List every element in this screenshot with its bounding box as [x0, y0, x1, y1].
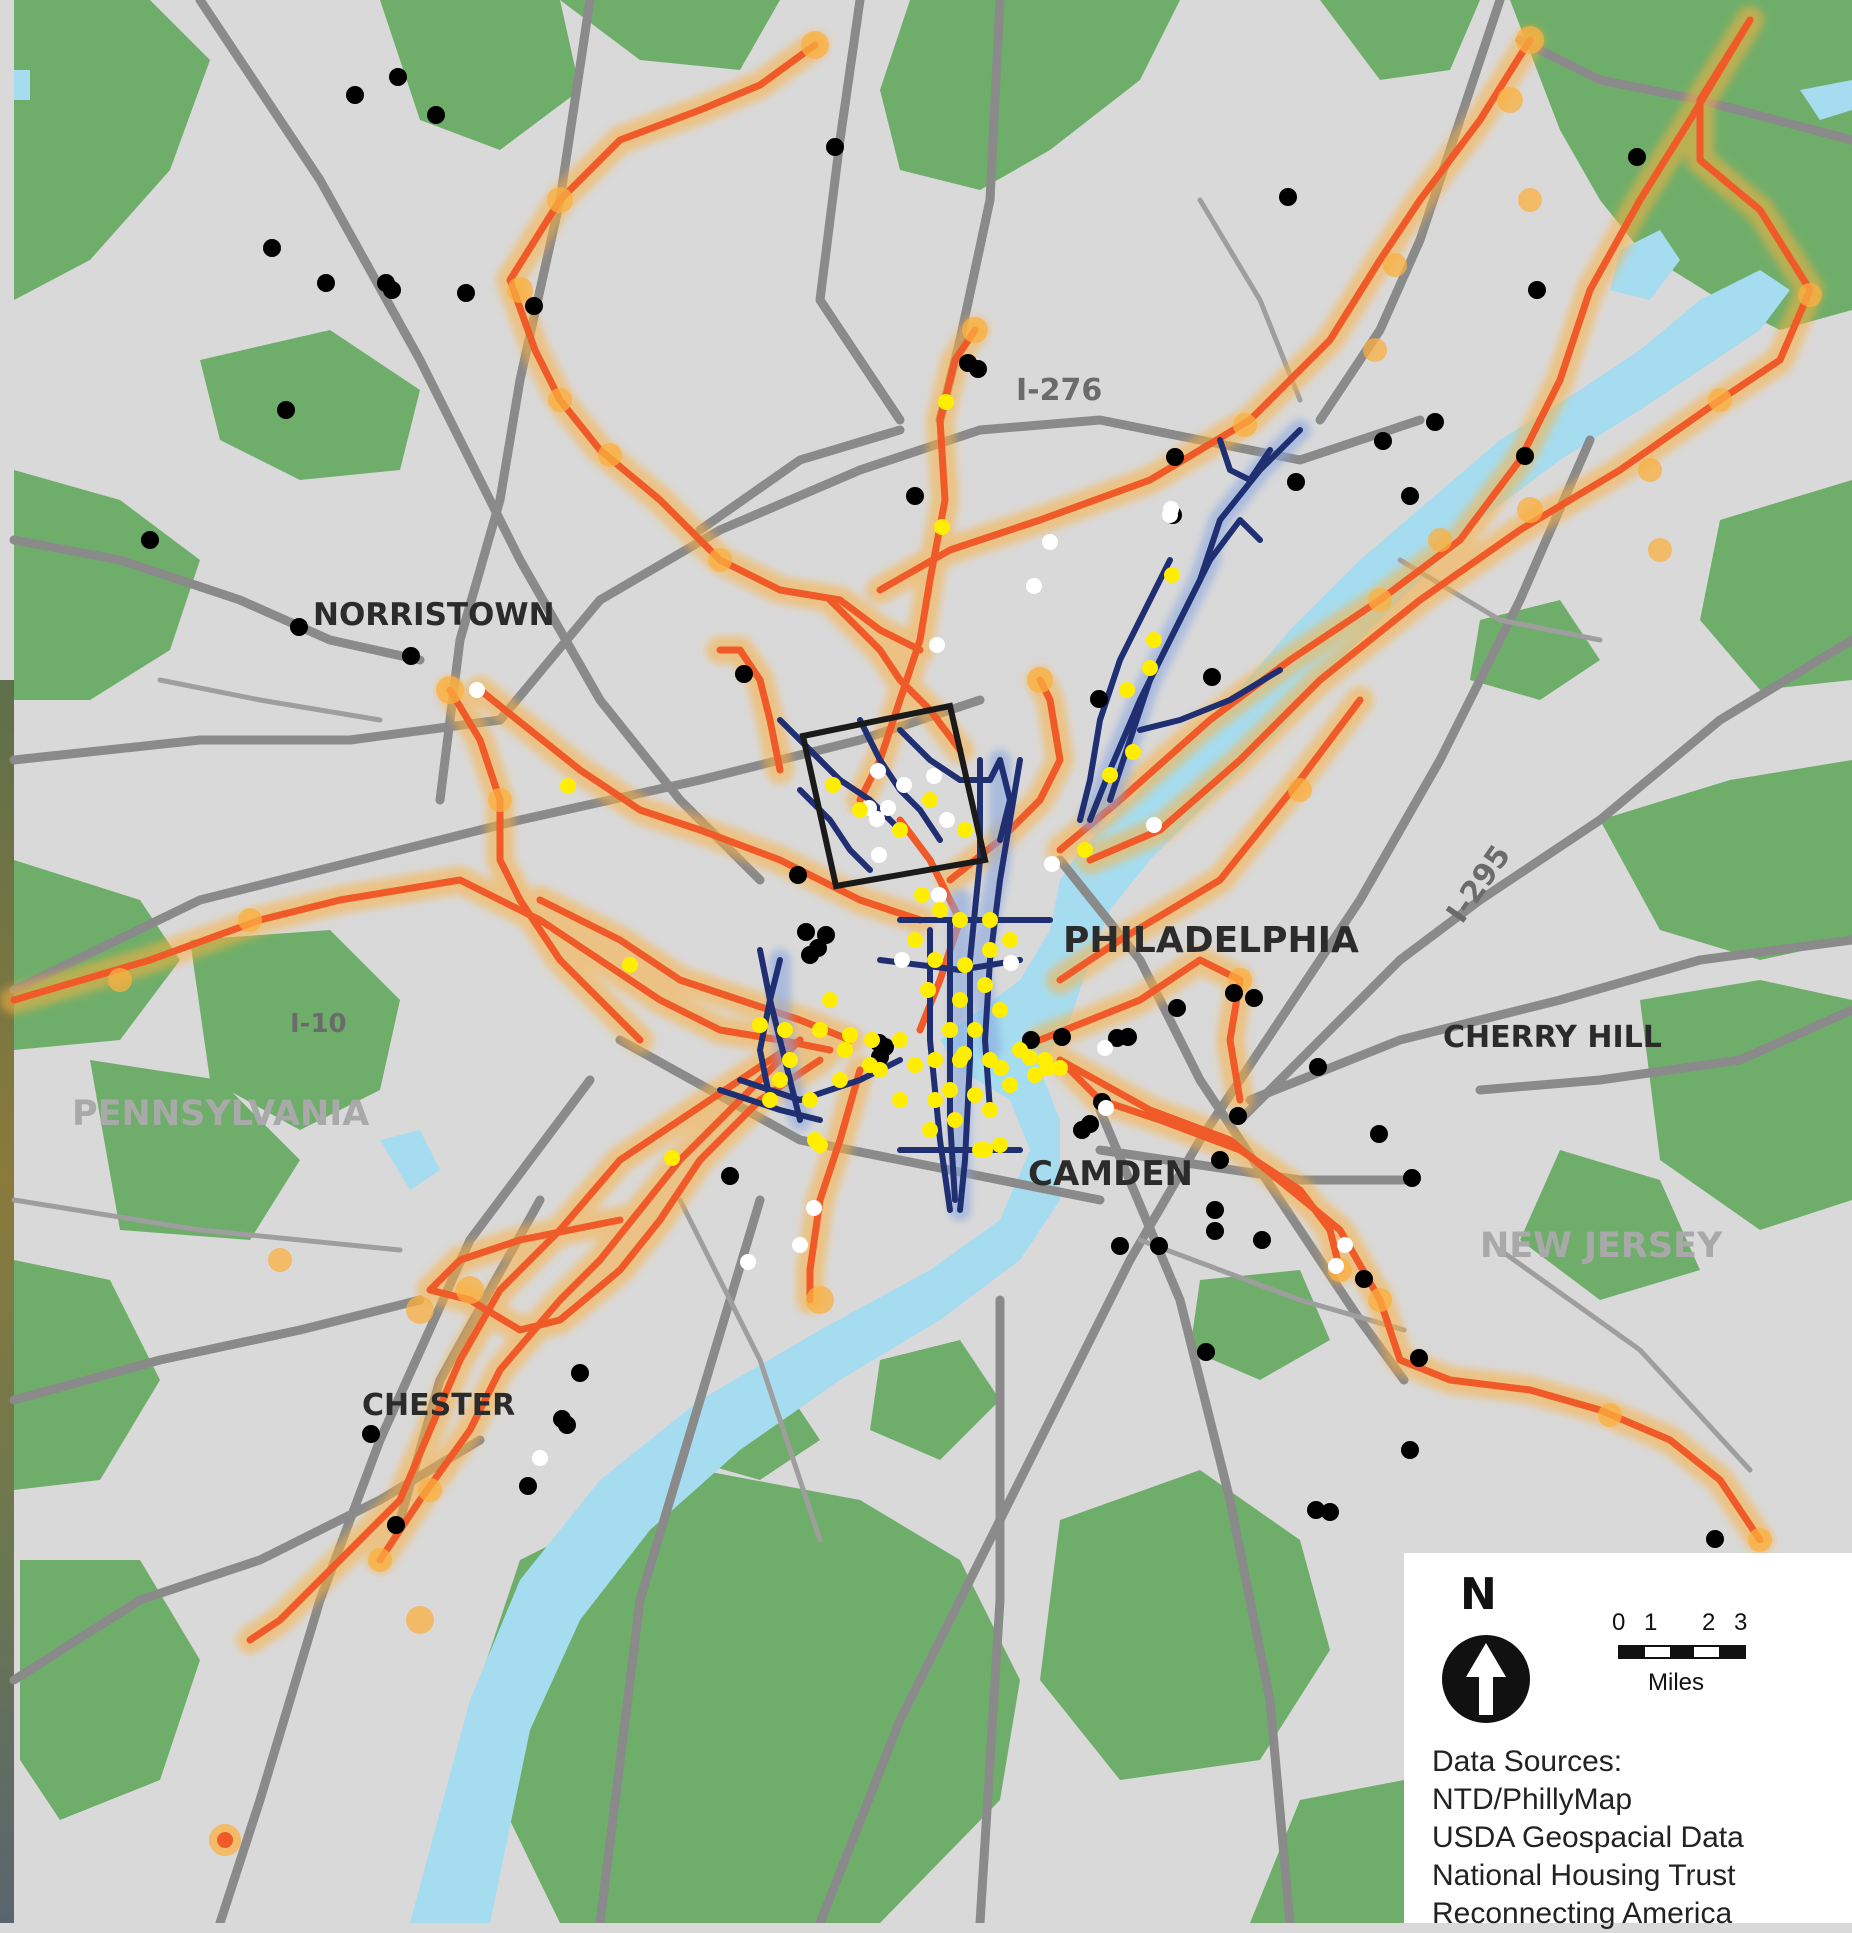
north-label: N [1460, 1569, 1497, 1620]
sources-heading: Data Sources: [1432, 1745, 1623, 1778]
stations-yellow [560, 394, 1180, 1166]
source-item: Reconnecting America [1432, 1897, 1733, 1930]
source-item: NTD/PhillyMap [1432, 1783, 1633, 1816]
scale-bar [1618, 1645, 1746, 1659]
label-camden: CAMDEN [1028, 1154, 1193, 1194]
label-i10: I-10 [290, 1009, 347, 1039]
forest-areas [14, 0, 1852, 1923]
regional-rail-lines [10, 16, 1814, 1644]
scale-tick-0: 0 [1612, 1609, 1626, 1636]
label-cherry-hill: CHERRY HILL [1443, 1020, 1662, 1055]
label-norristown: NORRISTOWN [313, 597, 555, 633]
data-sources: Data Sources: NTD/PhillyMap USDA Geospac… [1432, 1743, 1744, 1933]
source-item: USDA Geospacial Data [1432, 1821, 1744, 1854]
north-arrow-icon [1442, 1635, 1530, 1723]
scale-tick-3: 3 [1734, 1609, 1748, 1636]
scale-units-label: Miles [1648, 1669, 1705, 1696]
housing-points-black [141, 68, 1724, 1548]
label-pennsylvania: PENNSYLVANIA [72, 1094, 369, 1134]
label-chester: CHESTER [362, 1388, 515, 1423]
stations-white [469, 501, 1353, 1466]
scale-tick-2: 2 [1702, 1609, 1716, 1636]
label-i276: I-276 [1016, 373, 1102, 408]
label-new-jersey: NEW JERSEY [1480, 1226, 1723, 1266]
label-philadelphia: PHILADELPHIA [1063, 920, 1359, 961]
source-item: National Housing Trust [1432, 1859, 1736, 1892]
map-legend: N 0 1 2 3 Miles Data Sources: NTD/Philly… [1404, 1553, 1852, 1930]
rail-station-isolated [217, 1832, 233, 1848]
focus-area-box[interactable] [799, 702, 989, 890]
scale-tick-1: 1 [1644, 1609, 1658, 1636]
